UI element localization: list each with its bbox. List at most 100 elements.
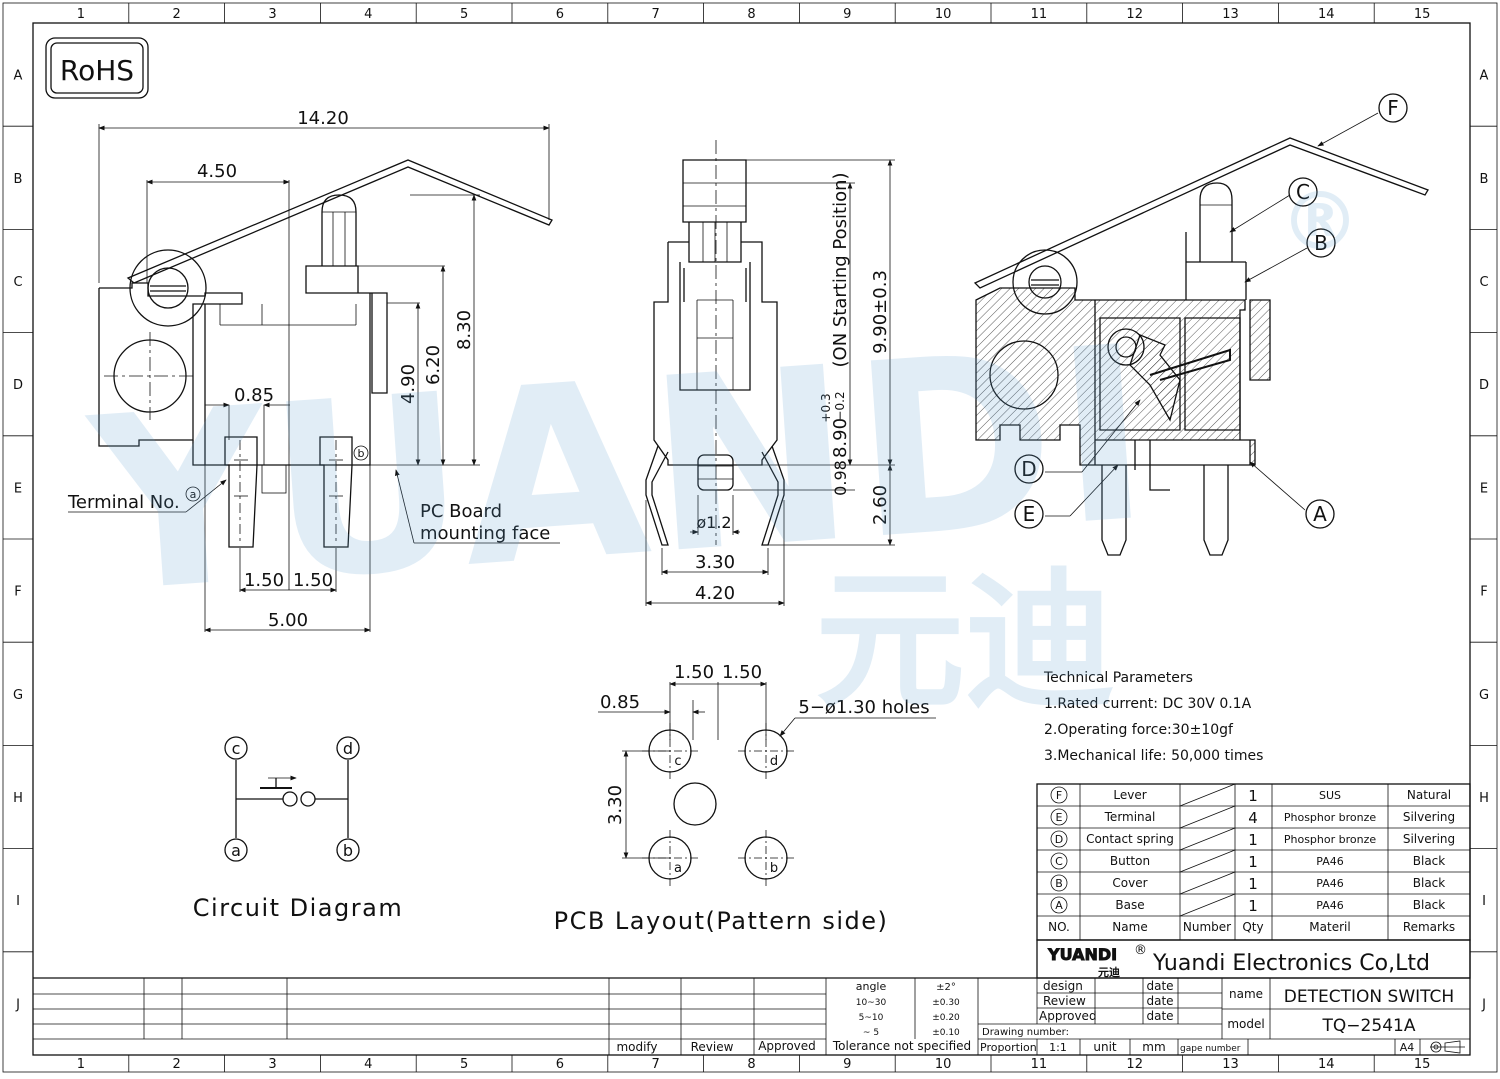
bom-material: PA46 bbox=[1316, 899, 1343, 912]
callout-circle bbox=[1014, 454, 1044, 484]
column-label-bottom: 13 bbox=[1222, 1057, 1239, 1072]
dim-8-30: 8.30 bbox=[454, 310, 475, 350]
tech-param-1: 1.Rated current: DC 30V 0.1A bbox=[1044, 696, 1252, 712]
proportion-value: 1:1 bbox=[1049, 1041, 1067, 1054]
unit-label: unit bbox=[1093, 1040, 1117, 1054]
callout-label: D bbox=[1021, 457, 1036, 481]
title-block: YUANDI 元迪 ® Yuandi Electronics Co,Ltd mo… bbox=[33, 939, 1471, 1055]
dim-4-20: 4.20 bbox=[695, 583, 735, 604]
dim-8-90: 8.90 bbox=[830, 418, 851, 458]
pcb-dim-1-50-left: 1.50 bbox=[674, 662, 714, 683]
date-label-2: date bbox=[1146, 994, 1173, 1008]
circuit-node-label: b bbox=[343, 841, 353, 860]
bom-no: E bbox=[1056, 811, 1063, 824]
dim-0-98: 0.98 bbox=[831, 460, 850, 496]
column-label-bottom: 7 bbox=[652, 1057, 660, 1072]
bom-name: Lever bbox=[1113, 788, 1146, 802]
gape-number-label: gape number bbox=[1180, 1044, 1241, 1054]
review-label: Review bbox=[1043, 994, 1086, 1008]
model-value: TQ−2541A bbox=[1322, 1016, 1416, 1036]
pcb-hole-label: a bbox=[674, 861, 682, 876]
callout-label: F bbox=[1387, 96, 1399, 120]
column-label-bottom: 9 bbox=[843, 1057, 851, 1072]
pcb-dim-1-50-right: 1.50 bbox=[722, 662, 762, 683]
circuit-node-label: c bbox=[232, 739, 241, 758]
bom-no-circle bbox=[1050, 852, 1068, 870]
column-label-bottom: 3 bbox=[268, 1057, 276, 1072]
bom-material: PA46 bbox=[1316, 877, 1343, 890]
bom-header-remarks: Remarks bbox=[1403, 920, 1455, 934]
circuit-node-label: d bbox=[343, 739, 353, 758]
dim-8-90-plus: +0.3 bbox=[819, 393, 833, 422]
model-label: model bbox=[1227, 1017, 1264, 1031]
row-label-right: H bbox=[1479, 791, 1489, 806]
projection-symbol-icon bbox=[1430, 1040, 1465, 1054]
dim-1-50-left: 1.50 bbox=[244, 570, 284, 591]
pcb-dim-0-85: 0.85 bbox=[600, 692, 640, 713]
column-ticks: 1122334455667788991010111112121313141415… bbox=[77, 3, 1431, 1072]
pc-board-label-1: PC Board bbox=[420, 501, 502, 522]
column-label-bottom: 14 bbox=[1318, 1057, 1335, 1072]
circuit-node bbox=[224, 838, 248, 862]
pcb-holes: c d a b bbox=[642, 723, 794, 886]
bom-remarks: Silvering bbox=[1403, 832, 1455, 846]
revision-modify: modify bbox=[616, 1040, 657, 1054]
callout-circle bbox=[1288, 177, 1318, 207]
row-label-right: C bbox=[1479, 275, 1488, 290]
bom-header-number: Number bbox=[1183, 920, 1231, 934]
bom-header-no: NO. bbox=[1048, 920, 1070, 934]
column-label-top: 5 bbox=[460, 7, 468, 22]
column-label-top: 11 bbox=[1031, 7, 1048, 22]
dim-on-position: (ON Starting Position) bbox=[830, 172, 851, 367]
tol-r1-value: ±0.30 bbox=[932, 998, 960, 1008]
terminal-no-label: Terminal No. bbox=[67, 492, 180, 513]
date-label-1: date bbox=[1146, 979, 1173, 993]
row-label-right: F bbox=[1480, 585, 1487, 600]
bom-no-circle bbox=[1050, 896, 1068, 914]
row-label-left: D bbox=[13, 378, 23, 393]
bom-remarks: Natural bbox=[1407, 788, 1451, 802]
tech-params-title: Technical Parameters bbox=[1043, 670, 1193, 686]
pcb-hole-label: c bbox=[674, 754, 681, 769]
callout-label: B bbox=[1314, 231, 1328, 255]
bom-qty: 1 bbox=[1248, 897, 1258, 915]
pcb-hole-label: b bbox=[770, 861, 778, 876]
column-label-bottom: 2 bbox=[173, 1057, 181, 1072]
tech-param-3: 3.Mechanical life: 50,000 times bbox=[1044, 748, 1263, 764]
row-label-right: B bbox=[1480, 172, 1489, 187]
bom-no: F bbox=[1056, 789, 1062, 802]
row-label-left: B bbox=[14, 172, 23, 187]
row-label-right: I bbox=[1482, 894, 1486, 909]
pcb-hole-label: d bbox=[770, 754, 778, 769]
column-label-bottom: 1 bbox=[77, 1057, 85, 1072]
bom-material: PA46 bbox=[1316, 855, 1343, 868]
unit-value: mm bbox=[1142, 1040, 1165, 1054]
pcb-holes-label: 5−ø1.30 holes bbox=[798, 697, 929, 718]
tol-r3-value: ±0.10 bbox=[932, 1028, 960, 1038]
bom-name: Terminal bbox=[1104, 810, 1156, 824]
bom-material: SUS bbox=[1319, 789, 1341, 802]
row-label-right: J bbox=[1481, 997, 1486, 1012]
row-label-right: D bbox=[1479, 378, 1489, 393]
dim-0-85: 0.85 bbox=[234, 385, 274, 406]
terminal-b-mark: b bbox=[358, 447, 365, 460]
bom-no: B bbox=[1055, 877, 1063, 890]
column-label-bottom: 15 bbox=[1414, 1057, 1431, 1072]
circuit-node bbox=[336, 736, 360, 760]
column-label-bottom: 8 bbox=[747, 1057, 755, 1072]
proportion-label: Proportion bbox=[980, 1041, 1037, 1054]
bom-qty: 1 bbox=[1248, 875, 1258, 893]
bom-material: Phosphor bronze bbox=[1284, 811, 1377, 824]
